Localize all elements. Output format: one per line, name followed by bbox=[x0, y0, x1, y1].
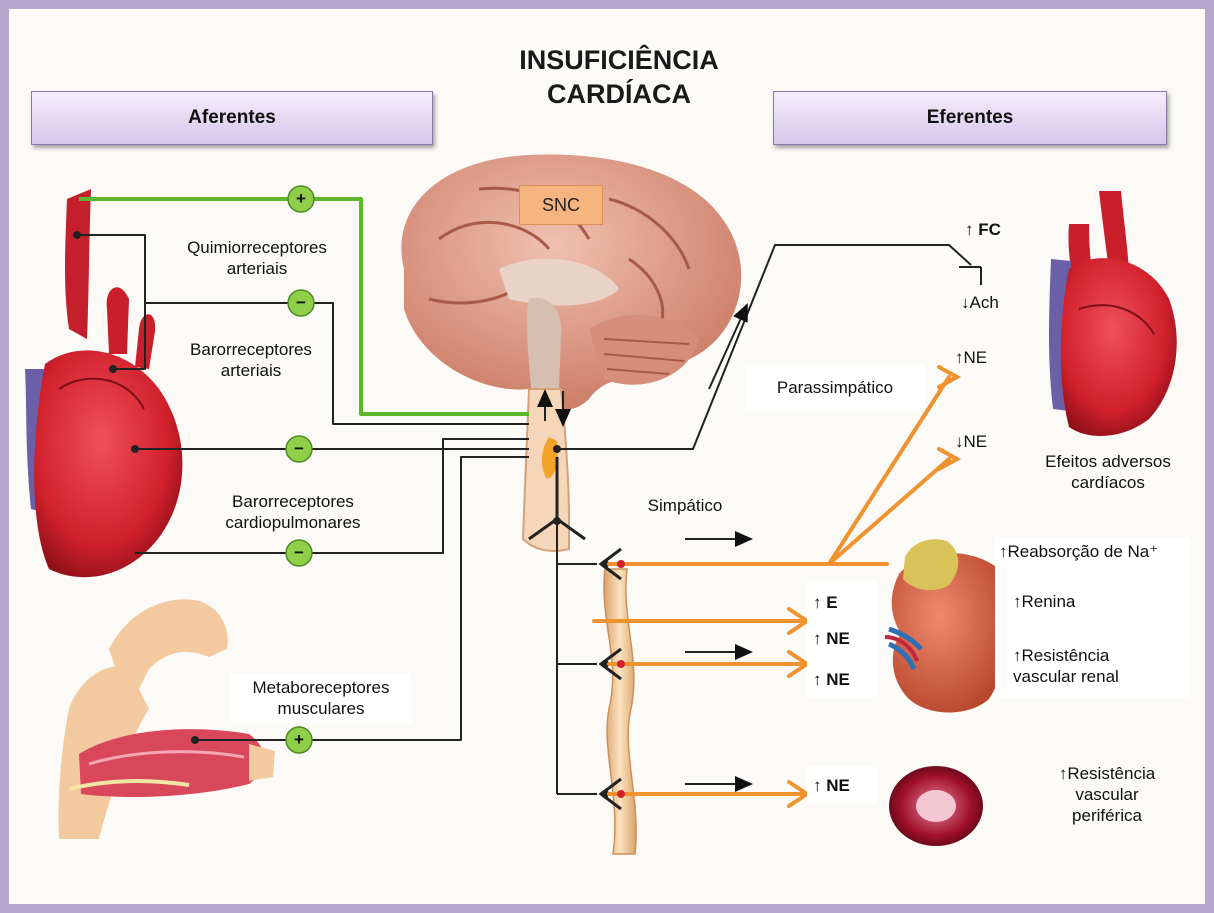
renal-resistance-line-2: vascular renal bbox=[1013, 666, 1183, 687]
metaboreceptors-line-2: musculares bbox=[231, 698, 411, 719]
sign-cardio-1: − bbox=[288, 438, 310, 459]
peripheral-resistance-effect: ↑Resistência vascular periférica bbox=[1027, 763, 1187, 826]
baroreceptors-line-2: arteriais bbox=[161, 360, 341, 381]
cardiopulmonary-line-2: cardiopulmonares bbox=[203, 512, 383, 533]
afferent-header: Aferentes bbox=[31, 91, 433, 145]
renal-resistance-line-1: ↑Resistência bbox=[1013, 645, 1183, 666]
title-line-1: INSUFICIÊNCIA bbox=[479, 43, 759, 77]
left-heart-icon bbox=[25, 189, 182, 577]
adverse-line-1: Efeitos adversos bbox=[1033, 451, 1183, 472]
cardiopulmonary-line-1: Barorreceptores bbox=[203, 491, 383, 512]
kidney-icon bbox=[885, 539, 1010, 712]
sign-baro: − bbox=[290, 292, 312, 313]
ne-up-effect: ↑NE bbox=[955, 347, 1015, 368]
sign-cardio-2: − bbox=[288, 542, 310, 563]
ne-adrenal-effect-1: ↑ NE bbox=[813, 628, 873, 649]
na-reabsorption-effect: ↑Reabsorção de Na⁺ bbox=[999, 541, 1189, 562]
peripheral-line-2: vascular bbox=[1027, 784, 1187, 805]
adverse-line-2: cardíacos bbox=[1033, 472, 1183, 493]
epinephrine-effect: ↑ E bbox=[813, 592, 873, 613]
ne-adrenal-effect-2: ↑ NE bbox=[813, 669, 873, 690]
ne-vessel-effect: ↑ NE bbox=[813, 775, 873, 796]
sign-metabo: + bbox=[288, 729, 310, 750]
metaboreceptors-line-1: Metaboreceptores bbox=[231, 677, 411, 698]
heart-rate-effect: ↑ FC bbox=[965, 219, 1035, 240]
title-line-2: CARDÍACA bbox=[479, 77, 759, 111]
baroreceptors-label: Barorreceptores arteriais bbox=[161, 339, 341, 381]
chemoreceptors-line-1: Quimiorreceptores bbox=[167, 237, 347, 258]
vessel-icon bbox=[889, 766, 983, 846]
baroreceptors-line-1: Barorreceptores bbox=[161, 339, 341, 360]
parasympathetic-label: Parassimpático bbox=[745, 377, 925, 398]
diagram-title: INSUFICIÊNCIA CARDÍACA bbox=[479, 43, 759, 111]
peripheral-line-3: periférica bbox=[1027, 805, 1187, 826]
right-heart-icon bbox=[1049, 191, 1177, 436]
chemoreceptors-line-2: arteriais bbox=[167, 258, 347, 279]
efferent-header: Eferentes bbox=[773, 91, 1167, 145]
cardiopulmonary-label: Barorreceptores cardiopulmonares bbox=[203, 491, 383, 533]
ach-effect: ↓Ach bbox=[961, 292, 1031, 313]
sympathetic-label: Simpático bbox=[615, 495, 755, 516]
adverse-effects-label: Efeitos adversos cardíacos bbox=[1033, 451, 1183, 493]
ne-down-effect: ↓NE bbox=[955, 431, 1015, 452]
sign-chemo: + bbox=[290, 188, 312, 209]
renin-effect: ↑Renina bbox=[1013, 591, 1173, 612]
chemoreceptors-label: Quimiorreceptores arteriais bbox=[167, 237, 347, 279]
renal-resistance-effect: ↑Resistência vascular renal bbox=[1013, 645, 1183, 687]
peripheral-line-1: ↑Resistência bbox=[1027, 763, 1187, 784]
cns-label: SNC bbox=[519, 185, 603, 225]
metaboreceptors-label: Metaboreceptores musculares bbox=[231, 677, 411, 719]
